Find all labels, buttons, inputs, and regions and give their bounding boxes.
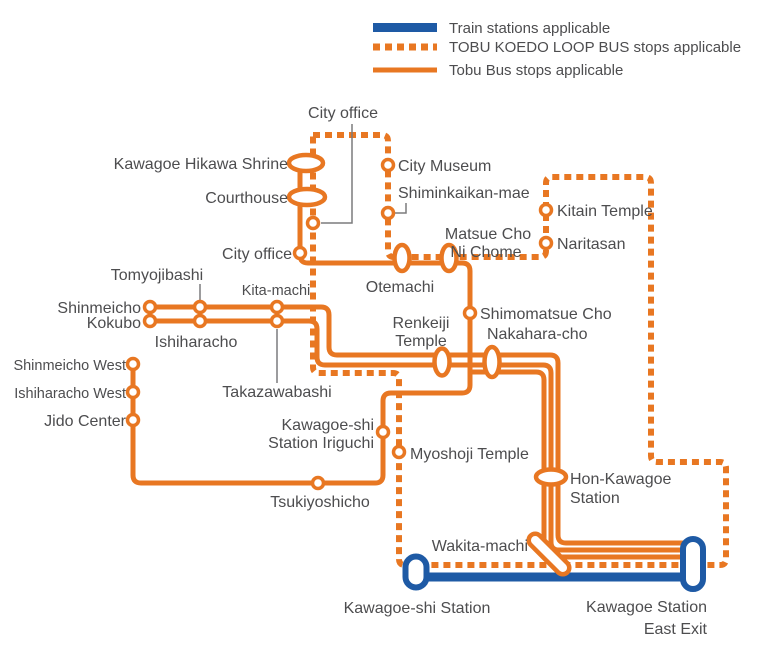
label-takazawabashi: Takazawabashi: [222, 384, 331, 401]
stop-kita-machi: [269, 299, 285, 315]
stop-ishiharacho-west: [125, 384, 141, 400]
stop-nakahara-cho: [482, 344, 502, 380]
label-kawagoe-hikawa-shrine: Kawagoe Hikawa Shrine: [114, 156, 288, 173]
stop-otemachi: [392, 242, 412, 274]
label-kitain-temple: Kitain Temple: [557, 203, 653, 220]
tobu-bus-route-cityoffice-line: [130, 156, 473, 486]
label-shinmeicho: Shinmeicho: [57, 300, 141, 317]
station-kawagoe-shi: [402, 553, 430, 591]
stop-city-office: [292, 245, 308, 261]
label-shimomatsue-cho: Shimomatsue Cho: [480, 306, 612, 323]
label-ishiharacho-west: Ishiharacho West: [14, 386, 126, 402]
legend-train-line-swatch: [373, 23, 437, 32]
station-kawagoe-east-exit: [680, 536, 706, 592]
shiminkaikan-connector: [395, 203, 407, 214]
legend-loop-bus-label: TOBU KOEDO LOOP BUS stops applicable: [449, 39, 741, 56]
label-renkeiji-line1: Renkeiji: [393, 315, 450, 332]
legend-train-label: Train stations applicable: [449, 20, 610, 37]
stop-courthouse: [286, 186, 328, 208]
label-kokubo: Kokubo: [87, 315, 141, 332]
label-shinmeicho-west: Shinmeicho West: [13, 358, 126, 374]
legend: Train stations applicable TOBU KOEDO LOO…: [373, 20, 741, 79]
label-kawagoe-station-line2: East Exit: [644, 621, 708, 638]
stop-kawagoe-shi-station-iriguchi: [375, 424, 391, 440]
stop-kawagoe-hikawa-shrine: [286, 152, 326, 174]
label-renkeiji-line2: Temple: [395, 333, 447, 350]
label-shiminkaikan-mae: Shiminkaikan-mae: [398, 185, 530, 202]
label-courthouse: Courthouse: [205, 190, 288, 207]
stop-tsukiyoshicho: [310, 475, 326, 491]
stop-city-museum: [380, 157, 396, 173]
label-hon-kawagoe-line1: Hon-Kawagoe: [570, 471, 672, 488]
stop-wakita-machi: [526, 531, 572, 577]
stop-shinmeicho: [142, 299, 158, 315]
stop-myoshoji-temple: [391, 444, 407, 460]
stop-ishiharacho: [192, 313, 208, 329]
label-hon-kawagoe-line2: Station: [570, 490, 620, 507]
stop-matsue-cho-ni-chome: [439, 242, 459, 274]
label-nakahara-cho: Nakahara-cho: [487, 326, 588, 343]
stop-city-office-loop: [305, 215, 321, 231]
label-iriguchi-line2: Station Iriguchi: [268, 435, 374, 452]
stop-kitain-temple: [538, 202, 554, 218]
label-kawagoe-station-line1: Kawagoe Station: [586, 599, 707, 616]
stop-hon-kawagoe-station: [533, 467, 569, 487]
label-kita-machi: Kita-machi: [242, 283, 311, 299]
label-jido-center: Jido Center: [44, 413, 126, 430]
label-iriguchi-line1: Kawagoe-shi: [282, 417, 375, 434]
label-naritasan: Naritasan: [557, 236, 625, 253]
stop-renkeiji-temple: [432, 346, 452, 378]
stop-tomyojibashi: [192, 299, 208, 315]
stop-kokubo: [142, 313, 158, 329]
label-otemachi: Otemachi: [366, 279, 434, 296]
label-wakita-machi: Wakita-machi: [432, 538, 528, 555]
label-ishiharacho: Ishiharacho: [155, 334, 238, 351]
stop-naritasan: [538, 235, 554, 251]
label-city-office: City office: [222, 246, 292, 263]
label-tomyojibashi: Tomyojibashi: [111, 267, 203, 284]
legend-tobu-bus-label: Tobu Bus stops applicable: [449, 62, 623, 79]
label-matsue-cho-line2: Ni Chome: [450, 244, 521, 261]
city-office-top-connector: [321, 124, 353, 224]
label-city-office-top: City office: [308, 105, 378, 122]
label-kawagoe-shi-station: Kawagoe-shi Station: [344, 600, 491, 617]
stop-jido-center: [125, 412, 141, 428]
stop-shimomatsue-cho: [462, 305, 478, 321]
label-city-museum: City Museum: [398, 158, 491, 175]
stop-shinmeicho-west: [125, 356, 141, 372]
label-matsue-cho-line1: Matsue Cho: [445, 226, 531, 243]
stop-shiminkaikan-mae: [380, 205, 396, 221]
tobu-bus-route-branch-line: [470, 369, 687, 560]
label-tsukiyoshicho: Tsukiyoshicho: [270, 494, 370, 511]
label-myoshoji-temple: Myoshoji Temple: [410, 446, 529, 463]
stop-takazawabashi: [269, 313, 285, 329]
